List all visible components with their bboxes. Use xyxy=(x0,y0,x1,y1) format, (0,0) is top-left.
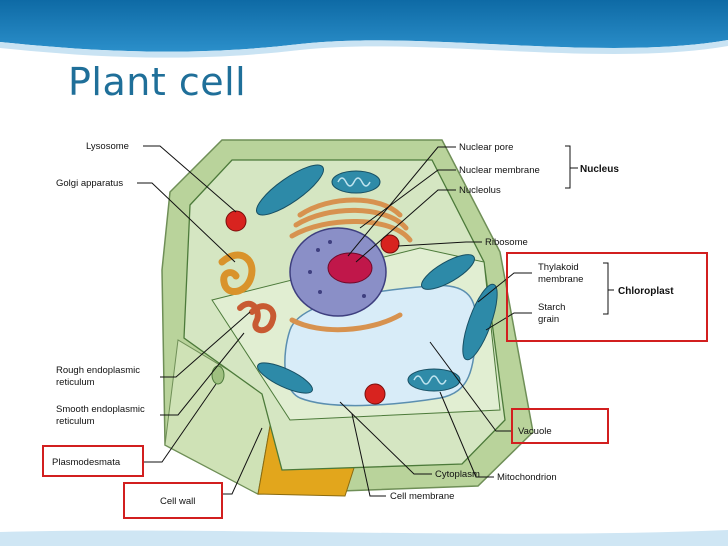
label-nucleus: Nucleus xyxy=(580,164,619,175)
label-nucleolus: Nucleolus xyxy=(459,185,501,196)
label-starch-line2: grain xyxy=(538,314,559,325)
rough-er-shape xyxy=(289,197,413,333)
label-starch-line1: Starch xyxy=(538,302,565,313)
mitochondrion-bottom xyxy=(407,368,461,392)
highlight-plasmodesmata-box xyxy=(42,445,144,477)
label-thylakoid-line2: membrane xyxy=(538,274,583,285)
smooth-er-shape xyxy=(237,300,277,334)
label-cell-wall: Cell wall xyxy=(160,496,195,507)
highlight-chloroplast-box xyxy=(506,252,708,342)
nucleolus-shape xyxy=(327,252,373,284)
chloroplast-right-upper xyxy=(421,254,475,290)
label-golgi-apparatus: Golgi apparatus xyxy=(56,178,123,189)
label-nuclear-pore: Nuclear pore xyxy=(459,142,513,153)
label-vacuole: Vacuole xyxy=(518,426,552,437)
label-rough-er-line1: Rough endoplasmic xyxy=(56,365,140,376)
golgi-shape xyxy=(218,251,256,295)
highlight-vacuole-box xyxy=(511,408,609,444)
label-ribosome: Ribosome xyxy=(485,237,528,248)
plasmodesmata-shape xyxy=(211,365,225,385)
mitochondrion-top xyxy=(331,170,381,194)
label-cytoplasm: Cytoplasm xyxy=(435,469,480,480)
label-smooth-er-line2: reticulum xyxy=(56,416,95,427)
label-nuclear-membrane: Nuclear membrane xyxy=(459,165,540,176)
label-smooth-er-line1: Smooth endoplasmic xyxy=(56,404,145,415)
slide-title: Plant cell xyxy=(68,60,247,104)
label-thylakoid-line1: Thylakoid xyxy=(538,262,579,273)
footer-wave-band xyxy=(0,530,728,546)
chloroplast-left xyxy=(257,362,313,394)
ribosome-shape xyxy=(380,234,400,254)
label-mitochondrion: Mitochondrion xyxy=(497,472,557,483)
label-plasmodesmata: Plasmodesmata xyxy=(52,457,121,468)
red-organelle-bottom xyxy=(364,383,386,405)
label-cell-membrane: Cell membrane xyxy=(390,491,454,502)
header-wave-band xyxy=(0,0,728,58)
highlight-cell-wall-box xyxy=(123,482,223,519)
lysosome-shape xyxy=(225,210,247,232)
chloroplast-top xyxy=(256,164,324,216)
label-rough-er-line2: reticulum xyxy=(56,377,95,388)
label-lysosome: Lysosome xyxy=(86,141,129,152)
label-chloroplast: Chloroplast xyxy=(618,286,674,297)
chloroplast-right xyxy=(462,283,498,361)
